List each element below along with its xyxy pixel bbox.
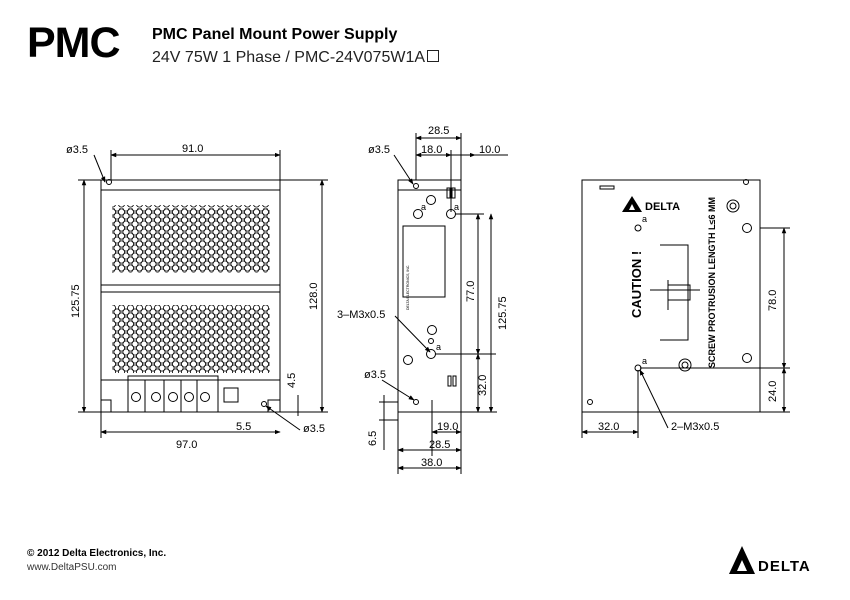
side-mount-hole xyxy=(413,183,419,189)
dim-label: 78.0 xyxy=(767,290,779,311)
dim-label: 28.5 xyxy=(428,125,449,137)
front-view xyxy=(78,150,328,438)
front-vent-upper-b xyxy=(112,208,270,272)
dim-label: ø3.5 xyxy=(66,144,88,156)
page-subtitle: 24V 75W 1 Phase / PMC-24V075W1A xyxy=(152,49,440,67)
dim-label: 18.0 xyxy=(421,144,442,156)
side-dim-labels: ø3.5 28.5 18.0 10.0 3–M3x0.5 ø3.5 77.0 1… xyxy=(337,125,509,469)
dim-label: ø3.5 xyxy=(368,144,390,156)
rear-brand: DELTA xyxy=(645,201,680,213)
front-vent-lower-b xyxy=(112,308,270,372)
side-body-outline xyxy=(397,179,462,413)
footer-brand: DELTA xyxy=(758,558,811,575)
screw-mark: a xyxy=(436,342,441,352)
dim-label: ø3.5 xyxy=(364,369,386,381)
product-logo: PMC xyxy=(27,19,121,67)
dim-label: 10.0 xyxy=(479,144,500,156)
foot-right xyxy=(267,399,281,413)
dim-label: 128.0 xyxy=(308,282,320,310)
dim-label: 77.0 xyxy=(465,281,477,302)
screw-note: SCREW PROTRUSION LENGTH L≤6 MM xyxy=(707,197,717,368)
screw-illustration xyxy=(650,280,700,310)
screw-mark: a xyxy=(642,214,647,224)
dim-label: 32.0 xyxy=(477,375,489,396)
dim-label: 125.75 xyxy=(70,284,82,318)
dim-label: 38.0 xyxy=(421,457,442,469)
dim-label: 28.5 xyxy=(429,439,450,451)
dim-label: 32.0 xyxy=(598,421,619,433)
screw-mark: a xyxy=(642,356,647,366)
dim-label: ø3.5 xyxy=(303,423,325,435)
screw-mark: a xyxy=(454,202,459,212)
website-link[interactable]: www.DeltaPSU.com xyxy=(27,562,117,573)
subtitle-text: 24V 75W 1 Phase / PMC-24V075W1A xyxy=(152,49,426,66)
dim-label: 24.0 xyxy=(767,381,779,402)
side-view xyxy=(379,133,508,474)
side-label-window xyxy=(402,225,446,298)
dim-label: 6.5 xyxy=(367,431,379,446)
dim-label: 5.5 xyxy=(236,421,251,433)
dim-label: 91.0 xyxy=(182,143,203,155)
rear-view xyxy=(581,179,790,438)
mount-hole-top xyxy=(106,179,112,185)
foot-left xyxy=(100,399,112,413)
dim-label: 19.0 xyxy=(437,421,458,433)
dim-label: 4.5 xyxy=(286,373,298,388)
front-dim-labels: ø3.5 91.0 125.75 128.0 97.0 5.5 4.5 ø3.5 xyxy=(66,143,325,451)
screw-spec-label: 3–M3x0.5 xyxy=(337,309,385,321)
screw-mark: a xyxy=(421,202,426,212)
page-title: PMC Panel Mount Power Supply xyxy=(152,26,398,43)
dim-label: 97.0 xyxy=(176,439,197,451)
screw-spec-label: 2–M3x0.5 xyxy=(671,421,719,433)
led-window xyxy=(223,387,239,403)
side-label-text: DELTA ELECTRONICS, INC. xyxy=(406,265,410,310)
rear-body-outline xyxy=(581,179,761,413)
terminal-block xyxy=(127,375,219,413)
rear-labels: DELTA CAUTION ! SCREW PROTRUSION LENGTH … xyxy=(598,196,779,433)
dim-label: 125.75 xyxy=(497,296,509,330)
copyright-text: © 2012 Delta Electronics, Inc. xyxy=(27,548,167,559)
caution-label: CAUTION ! xyxy=(629,251,644,318)
terminal-screws xyxy=(131,380,210,412)
mount-hole-bottom xyxy=(261,401,267,407)
delta-footer-logo: DELTA xyxy=(729,546,811,575)
caution-arrow-frame xyxy=(660,244,689,341)
option-box-icon xyxy=(427,50,440,62)
